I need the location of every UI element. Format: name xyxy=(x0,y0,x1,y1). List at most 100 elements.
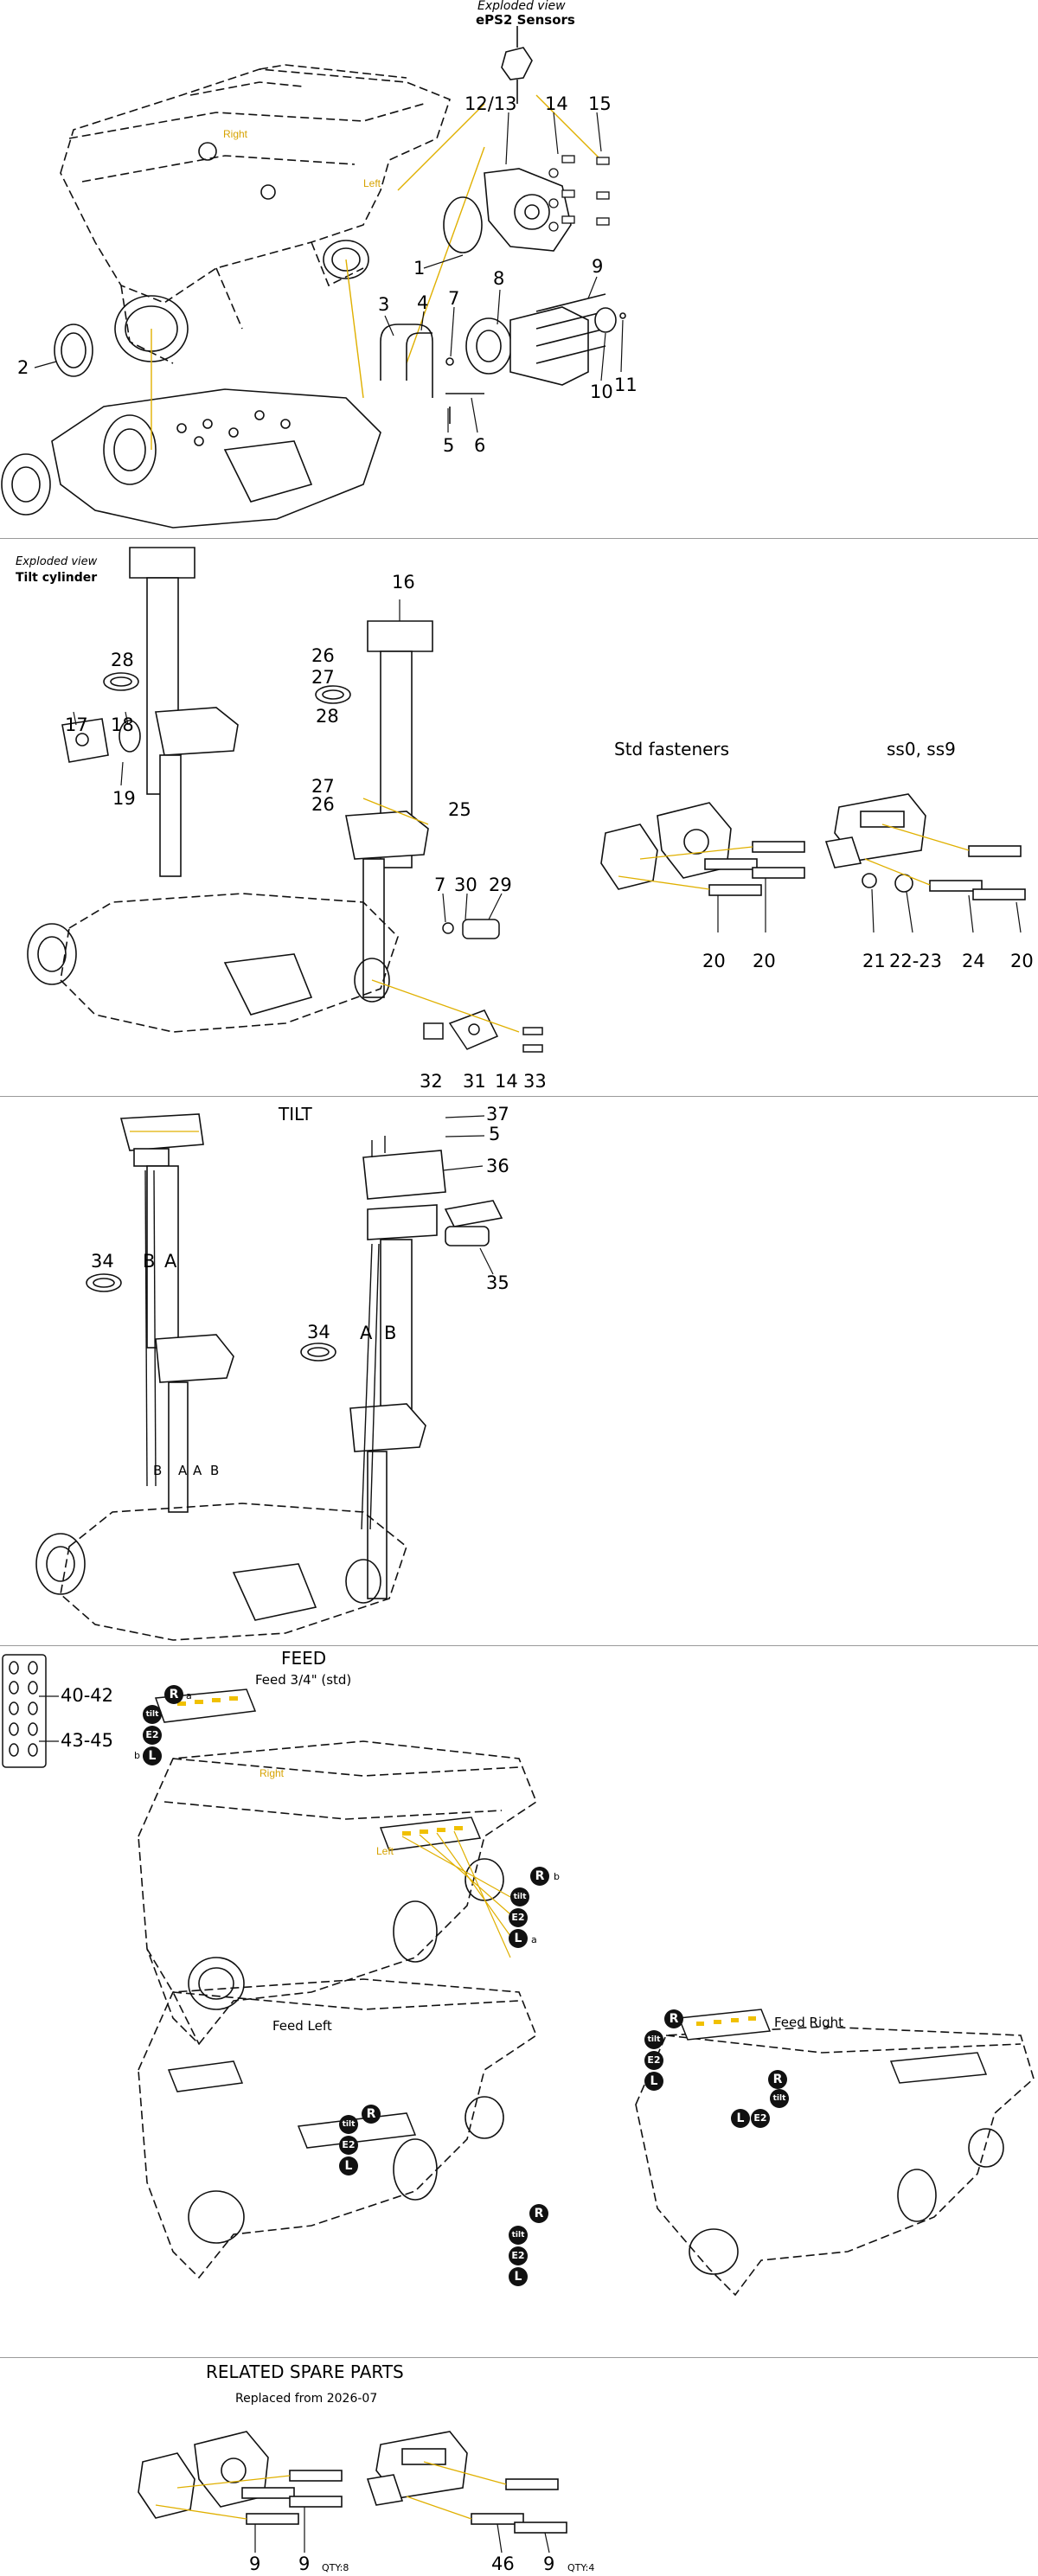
badge-e2-left-2: E2 xyxy=(509,2246,528,2265)
badge-e2: E2 xyxy=(143,1726,162,1745)
section-3-tilt: TILT xyxy=(0,1097,1038,1642)
badge-l-left: L xyxy=(339,2156,358,2176)
hose-label-a-3: A xyxy=(178,1463,188,1478)
callout-34-a: 34 xyxy=(91,1251,114,1272)
callout-19: 19 xyxy=(112,788,136,809)
feed-right-label: Feed Right xyxy=(774,2015,844,2030)
callout-8: 8 xyxy=(493,268,505,289)
badge-e2-main: E2 xyxy=(509,1908,528,1927)
callout-27-b: 27 xyxy=(311,776,335,797)
callout-27-a: 27 xyxy=(311,667,335,688)
callout-33: 33 xyxy=(523,1071,547,1092)
callout-9: 9 xyxy=(592,256,604,277)
yellow-left-label-feed: Left xyxy=(376,1845,394,1857)
feed-std-subtitle: Feed 3/4" (std) xyxy=(255,1672,352,1688)
badge-sub-b-main: b xyxy=(554,1871,560,1882)
callout-4: 4 xyxy=(417,292,429,313)
badge-l-main: L xyxy=(509,1929,528,1948)
badge-l-right: L xyxy=(644,2072,663,2091)
callout-7: 7 xyxy=(448,288,460,309)
callout-29: 29 xyxy=(489,875,512,895)
callout-2: 2 xyxy=(17,357,29,378)
callout-28-a: 28 xyxy=(111,650,134,670)
callout-35: 35 xyxy=(486,1272,509,1293)
callout-31: 31 xyxy=(463,1071,486,1092)
hose-label-b-1: B xyxy=(143,1251,156,1272)
badge-l: L xyxy=(143,1746,162,1765)
section-5-related-spare-parts: RELATED SPARE PARTS Replaced from 2026-0… xyxy=(0,2358,1038,2576)
hose-label-a-4: A xyxy=(193,1463,202,1478)
callout-22-23: 22-23 xyxy=(889,951,943,971)
callout-14-tilt: 14 xyxy=(495,1071,518,1092)
callout-9-c: 9 xyxy=(543,2554,555,2574)
badge-r-right: R xyxy=(664,2009,683,2028)
callout-43-45: 43-45 xyxy=(61,1730,114,1751)
callout-1: 1 xyxy=(413,258,426,279)
spare-parts-drawing xyxy=(138,2431,567,2554)
callout-6: 6 xyxy=(474,435,486,456)
badge-tilt-right-2: tilt xyxy=(770,2089,789,2108)
callout-20-b: 20 xyxy=(753,951,776,971)
badge-tilt-left-2: tilt xyxy=(509,2226,528,2245)
ss0-ss9-label: ss0, ss9 xyxy=(887,739,956,759)
feed-title: FEED xyxy=(281,1648,327,1669)
tilt-hose-drawing xyxy=(35,1113,503,1641)
section-divider xyxy=(0,1645,1038,1646)
callout-20-c: 20 xyxy=(1010,951,1034,971)
yellow-right-label-feed: Right xyxy=(260,1767,285,1779)
qty-4-label: QTY:4 xyxy=(567,2562,595,2573)
hose-label-a-2: A xyxy=(360,1323,373,1343)
callout-28-b: 28 xyxy=(316,706,339,727)
badge-sub-a: a xyxy=(186,1690,192,1701)
badge-r: R xyxy=(164,1685,183,1704)
callout-9-b: 9 xyxy=(298,2554,311,2574)
callout-34-b: 34 xyxy=(307,1322,330,1342)
badge-tilt-left: tilt xyxy=(339,2115,358,2134)
hose-label-a-1: A xyxy=(164,1251,177,1272)
callout-9-a: 9 xyxy=(249,2554,261,2574)
callout-5-tilt: 5 xyxy=(489,1124,501,1144)
tilt-cylinder-label: Tilt cylinder xyxy=(16,571,98,585)
section-4-feed: FEED Feed 3/4" (std) xyxy=(0,1646,1038,2355)
feed-left-label: Feed Left xyxy=(272,2018,332,2034)
hose-label-b-2: B xyxy=(384,1323,397,1343)
badge-r-left: R xyxy=(362,2105,381,2124)
qty-8-label: QTY:8 xyxy=(322,2562,349,2573)
callout-15: 15 xyxy=(588,93,612,114)
hose-label-b-4: B xyxy=(210,1463,220,1478)
callout-26-b: 26 xyxy=(311,794,335,815)
section-divider xyxy=(0,1096,1038,1097)
bracket-frame-drawing xyxy=(1,26,626,529)
badge-tilt-right: tilt xyxy=(644,2030,663,2049)
callout-25: 25 xyxy=(448,799,471,820)
badge-r-left-2: R xyxy=(529,2204,548,2223)
callout-17: 17 xyxy=(65,714,88,735)
exploded-view-label-2: Exploded view xyxy=(16,555,98,568)
callout-18: 18 xyxy=(111,714,134,735)
eps2-sensors-label: ePS2 Sensors xyxy=(476,12,575,28)
callout-5: 5 xyxy=(443,435,455,456)
badge-sub-b: b xyxy=(134,1750,140,1761)
callout-36: 36 xyxy=(486,1156,509,1176)
std-fasteners-label: Std fasteners xyxy=(614,739,730,759)
callout-40-42: 40-42 xyxy=(61,1685,114,1706)
callout-14: 14 xyxy=(545,93,568,114)
exploded-view-label: Exploded view xyxy=(477,0,566,13)
callout-12-13: 12/13 xyxy=(465,93,517,114)
badge-e2-right: E2 xyxy=(644,2051,663,2070)
tilt-cylinder-drawing xyxy=(27,547,1026,1053)
callout-7-tilt: 7 xyxy=(434,875,446,895)
callout-21: 21 xyxy=(862,951,886,971)
badge-tilt: tilt xyxy=(143,1705,162,1724)
callout-26-a: 26 xyxy=(311,645,335,666)
hose-label-b-3: B xyxy=(153,1463,163,1478)
badge-e2-left: E2 xyxy=(339,2136,358,2155)
callout-11: 11 xyxy=(614,375,638,395)
badge-r-right-2: R xyxy=(768,2070,787,2089)
badge-r-main: R xyxy=(530,1867,549,1886)
callout-32: 32 xyxy=(420,1071,443,1092)
badge-l-right-2: L xyxy=(731,2109,750,2128)
badge-sub-a-main: a xyxy=(531,1934,537,1945)
section-divider xyxy=(0,2357,1038,2358)
yellow-left-label: Left xyxy=(363,177,381,189)
